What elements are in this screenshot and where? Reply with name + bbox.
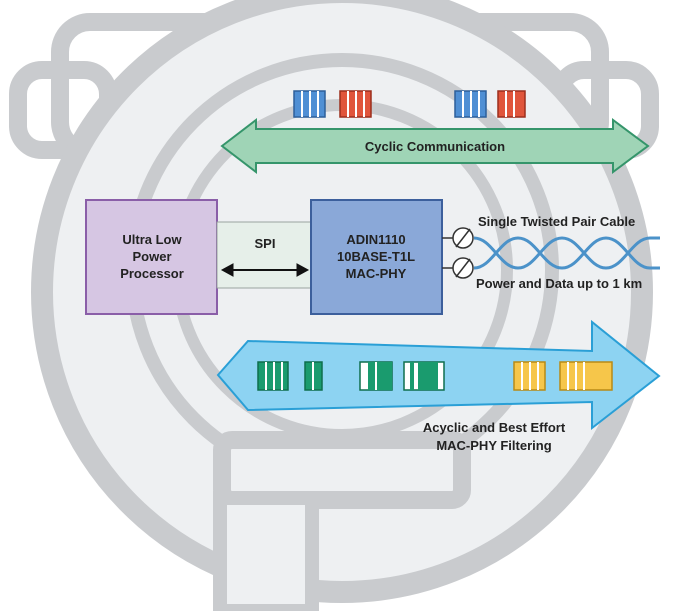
cable-subtitle: Power and Data up to 1 km: [476, 276, 642, 291]
housing-stem: [213, 491, 319, 611]
terminal-icon-bottom: [452, 257, 474, 279]
packet-red-2: [497, 90, 526, 118]
packet-green-1: [257, 361, 289, 391]
cable-title: Single Twisted Pair Cable: [478, 214, 635, 229]
macphy-label-line-1: ADIN1110: [346, 232, 405, 247]
macphy-label-line-2: 10BASE-T1L: [337, 249, 415, 264]
spi-label: SPI: [255, 236, 276, 251]
spi-band: [216, 221, 313, 289]
macphy-block: [310, 199, 443, 315]
cyclic-arrow-label: Cyclic Communication: [365, 139, 505, 154]
acyclic-label-line-1: Acyclic and Best Effort: [423, 420, 566, 435]
macphy-label-line-3: MAC-PHY: [346, 266, 407, 281]
cyclic-arrow-group: Cyclic Communication: [220, 117, 650, 175]
packet-green-3: [359, 361, 393, 391]
packet-yellow-1: [513, 361, 546, 391]
cable-wire-b: [473, 236, 660, 270]
housing-neck: [213, 431, 471, 509]
cable-wire-a: [473, 236, 660, 270]
spi-double-arrow: [220, 263, 310, 277]
processor-label-line-1: Ultra Low: [122, 232, 182, 247]
cyclic-packets: [293, 90, 526, 118]
acyclic-packets: [257, 361, 613, 391]
processor-label-line-3: Processor: [120, 266, 184, 281]
processor-label-line-2: Power: [132, 249, 171, 264]
terminal-icon-top: [452, 227, 474, 249]
packet-green-4: [403, 361, 445, 391]
packet-red-1: [339, 90, 372, 118]
packet-blue-2: [454, 90, 487, 118]
processor-block: [85, 199, 218, 315]
packet-green-2: [304, 361, 323, 391]
packet-yellow-2: [559, 361, 613, 391]
acyclic-label-line-2: MAC-PHY Filtering: [436, 438, 551, 453]
packet-blue-1: [293, 90, 326, 118]
twisted-pair-cable: [442, 236, 660, 270]
cyclic-arrow: [220, 117, 650, 175]
